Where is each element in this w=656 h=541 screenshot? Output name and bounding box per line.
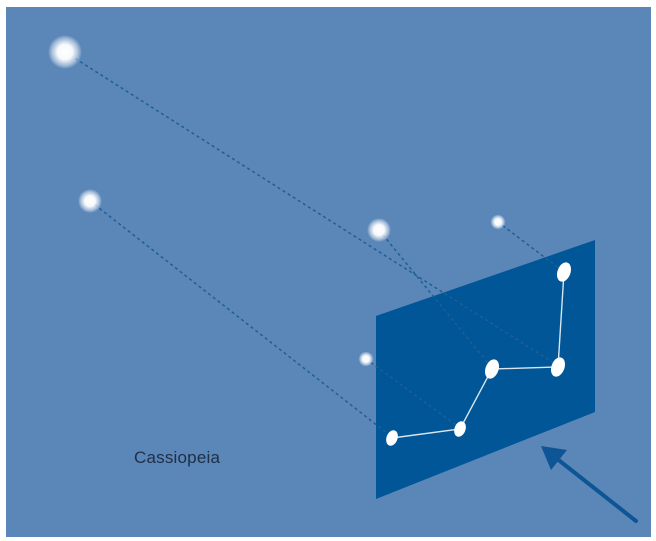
star bbox=[358, 351, 374, 367]
projection-line bbox=[89, 200, 393, 438]
projected-stars bbox=[386, 262, 572, 446]
projected-star bbox=[484, 359, 500, 379]
projection-line bbox=[497, 221, 565, 273]
star bbox=[78, 189, 102, 213]
projected-star bbox=[556, 262, 572, 282]
projected-star bbox=[550, 357, 566, 377]
star bbox=[48, 35, 82, 69]
space-stars bbox=[48, 35, 506, 367]
projection-line bbox=[64, 51, 558, 366]
projection-line bbox=[365, 358, 461, 429]
projected-star bbox=[454, 421, 466, 437]
star bbox=[367, 218, 391, 242]
star bbox=[490, 214, 506, 230]
projected-star bbox=[386, 430, 398, 446]
viewing-direction-arrow bbox=[541, 446, 638, 523]
projection-lines bbox=[64, 51, 565, 438]
constellation-label: Cassiopeia bbox=[134, 448, 221, 467]
